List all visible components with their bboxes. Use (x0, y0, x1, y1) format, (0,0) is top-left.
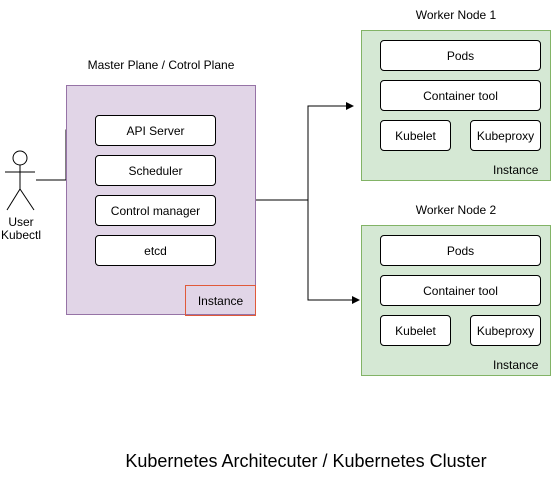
worker2-pods-box: Pods (380, 235, 541, 266)
master-instance-label: Instance (197, 293, 244, 308)
user-label-line1: User (8, 215, 34, 229)
worker1-container-tool-box: Container tool (380, 80, 541, 111)
master-to-worker2-arrow (307, 200, 360, 304)
worker2-title: Worker Node 2 (415, 203, 497, 217)
control-manager-box: Control manager (95, 195, 216, 226)
user-label-line2: Kubectl (0, 228, 42, 242)
user-label: User Kubectl (0, 216, 42, 242)
worker1-instance-label: Instance (493, 163, 539, 177)
worker1-title: Worker Node 1 (415, 8, 497, 22)
scheduler-box: Scheduler (95, 155, 216, 186)
worker1-kubelet-box: Kubelet (380, 120, 451, 151)
worker2-kubeproxy-box: Kubeproxy (470, 315, 541, 346)
worker1-pods-box: Pods (380, 40, 541, 71)
worker2-kubelet-box: Kubelet (380, 315, 451, 346)
master-plane-title: Master Plane / Cotrol Plane (87, 58, 235, 72)
master-to-worker1-arrow (256, 102, 354, 201)
user-actor-icon (5, 150, 35, 211)
diagram-caption: Kubernetes Architecuter / Kubernetes Clu… (125, 451, 487, 471)
worker2-container-tool-box: Container tool (380, 275, 541, 306)
api-server-box: API Server (95, 115, 216, 146)
worker1-kubeproxy-box: Kubeproxy (470, 120, 541, 151)
master-instance-tag: Instance (185, 285, 256, 316)
etcd-box: etcd (95, 235, 216, 266)
worker2-instance-label: Instance (493, 358, 539, 372)
